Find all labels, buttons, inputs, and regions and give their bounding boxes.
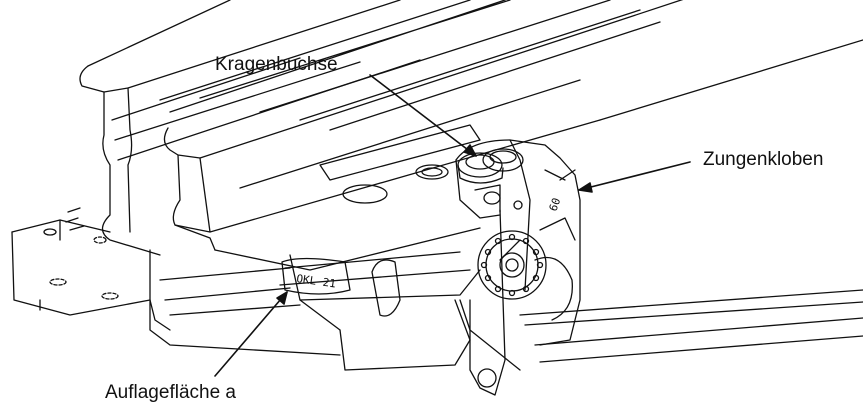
auflage-arrowhead	[276, 291, 288, 305]
zungenkloben-arrowhead	[578, 182, 593, 193]
side-stamp: 60	[547, 196, 564, 213]
auflage-leader	[214, 291, 288, 377]
stock-rail	[79, 0, 511, 256]
base-plate	[11, 207, 341, 356]
collar-bushing	[457, 148, 524, 184]
casting-stamp: OKL 21	[296, 272, 337, 290]
casting-stamp-area: OKL 21 60	[281, 196, 564, 295]
label-zungenkloben: Zungenkloben	[703, 149, 824, 170]
label-kragenbuchse: Kragenbuchse	[215, 54, 338, 75]
adjusting-wheel	[477, 230, 547, 300]
kragenbuchse-arrowhead	[463, 144, 477, 157]
zungenkloben-leader	[578, 161, 691, 191]
label-auflageflaeche: Auflagefläche a	[105, 382, 236, 403]
kragenbuchse-leader	[369, 74, 477, 157]
clamp-body	[159, 124, 521, 371]
switch-blade	[163, 0, 863, 271]
leader-arrows	[214, 74, 691, 377]
